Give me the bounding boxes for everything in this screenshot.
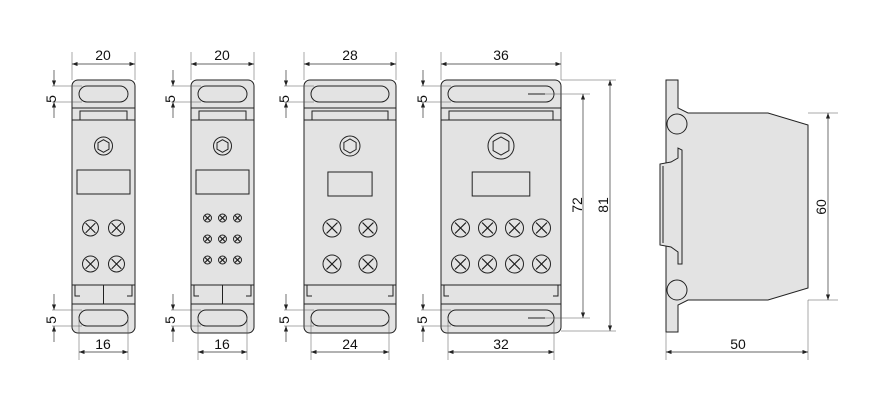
screw-cross-outline [204, 236, 211, 242]
mounting-slot-top [310, 85, 390, 103]
dim-slot-top-view1: 5 [43, 95, 59, 103]
screw-cross-outline [508, 258, 521, 270]
screw-cross-outline [362, 258, 374, 270]
dim-slot-bottom-view3: 5 [276, 316, 292, 324]
dim-slot-bottom-view1: 5 [43, 316, 59, 324]
terminal-block-body [190, 79, 255, 334]
dim-slot-bottom-view4: 5 [414, 316, 430, 324]
screw-cross-outline [204, 215, 211, 221]
screw-cross-outline [454, 258, 467, 270]
dim-height-81: 81 [595, 197, 611, 213]
dim-bottom-view3: 24 [342, 336, 358, 352]
screw-cross-outline [362, 222, 374, 234]
mounting-slot-bottom [197, 309, 248, 327]
screw-cross-outline [535, 258, 548, 270]
din-rail [659, 147, 683, 265]
mounting-hole-bottom [666, 279, 688, 301]
screw-cross-outline [454, 222, 467, 234]
hex-screw-icon [213, 136, 232, 156]
bottom-latch [306, 285, 394, 297]
dim-bottom-view4: 32 [493, 336, 509, 352]
dim-bottom-view2: 16 [214, 336, 230, 352]
hex-socket [216, 139, 229, 153]
screw-cross-outline [481, 222, 494, 234]
screw-cross-outline [508, 222, 521, 234]
screw-cross-outline [535, 222, 548, 234]
terminal-block-body [303, 79, 397, 334]
screw-cross-outline [219, 257, 226, 263]
dim-depth-50: 50 [730, 336, 746, 352]
mounting-slot-top [197, 85, 248, 103]
dim-slot-bottom-view2: 5 [162, 316, 178, 324]
dim-slot-top-view2: 5 [162, 95, 178, 103]
label-window [471, 171, 531, 197]
screw-cross-outline [234, 257, 241, 263]
dim-slot-top-view4: 5 [414, 95, 430, 103]
dim-height-72: 72 [569, 197, 585, 213]
dim-width-view2: 20 [214, 47, 230, 63]
dim-slot-top-view3: 5 [276, 95, 292, 103]
screw-cross-outline [234, 236, 241, 242]
screw-cross-outline [111, 222, 122, 234]
hex-screw-icon [487, 132, 515, 160]
label-window [327, 171, 373, 197]
terminal-block-body [440, 79, 562, 334]
screw-cross-outline [85, 222, 96, 234]
dim-width-view3: 28 [342, 47, 358, 63]
bottom-latch [443, 285, 559, 297]
screw-cross-outline [326, 222, 338, 234]
screw-cross-outline [481, 258, 494, 270]
bottom-latch [193, 285, 252, 297]
label-window [76, 169, 131, 195]
side-view-body [665, 79, 809, 333]
hex-screw-icon [94, 136, 113, 156]
bottom-latch [74, 285, 133, 297]
screw-cross-outline [85, 258, 96, 270]
hex-socket [343, 138, 357, 154]
mounting-slot-bottom [78, 309, 129, 327]
mounting-slot-top [78, 85, 129, 103]
screw-cross-outline [111, 258, 122, 270]
dim-bottom-view1: 16 [95, 336, 111, 352]
dim-width-view1: 20 [95, 47, 111, 63]
mounting-hole-top [666, 113, 688, 135]
screw-cross-outline [219, 215, 226, 221]
screw-cross-outline [204, 257, 211, 263]
mounting-slot-bottom [310, 309, 390, 327]
label-window [195, 169, 250, 195]
dim-height-60: 60 [813, 199, 829, 215]
screw-cross-outline [234, 215, 241, 221]
hex-socket [97, 139, 110, 153]
dim-width-view4: 36 [493, 47, 509, 63]
hex-socket [492, 136, 510, 156]
hex-screw-icon [339, 135, 361, 157]
screw-cross-outline [219, 236, 226, 242]
screw-cross-outline [326, 258, 338, 270]
